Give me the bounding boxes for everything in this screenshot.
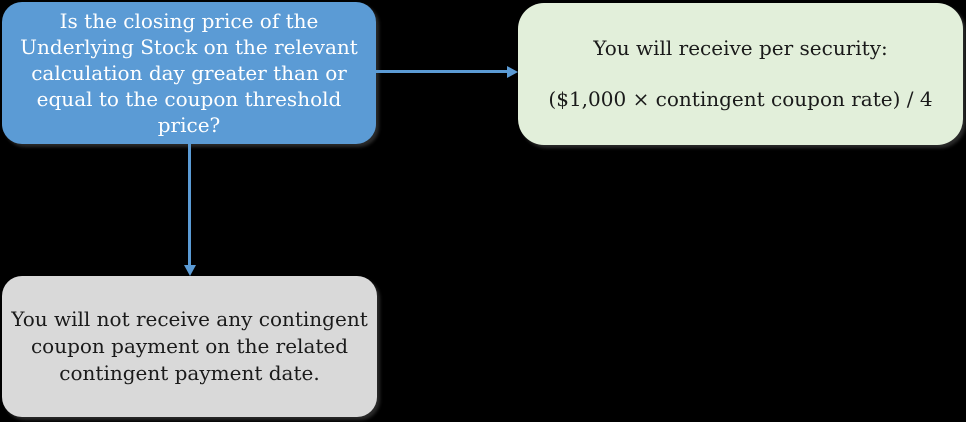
question-box-text-line: Underlying Stock on the relevant — [20, 35, 358, 59]
question-box-text-line: calculation day greater than or — [31, 61, 347, 85]
no-coupon-box-text-line: contingent payment date. — [59, 361, 320, 385]
receive-per-security-box: You will receive per security: ($1,000 ×… — [518, 3, 963, 145]
receive-box-formula-line: ($1,000 × contingent coupon rate) / 4 — [548, 87, 933, 111]
no-path-arrow — [183, 144, 196, 276]
no-coupon-box-text-line: You will not receive any contingent — [11, 307, 368, 331]
question-box-text-line: price? — [157, 113, 221, 137]
no-coupon-box: You will not receive any contingent coup… — [2, 276, 377, 417]
question-box: Is the closing price of the Underlying S… — [2, 2, 376, 144]
question-box-text-line: equal to the coupon threshold — [36, 87, 342, 111]
question-box-text-line: Is the closing price of the — [59, 9, 319, 33]
no-coupon-box-text-line: coupon payment on the related — [30, 334, 349, 358]
receive-box-text-line: You will receive per security: — [593, 36, 888, 60]
yes-path-arrow — [376, 65, 518, 78]
